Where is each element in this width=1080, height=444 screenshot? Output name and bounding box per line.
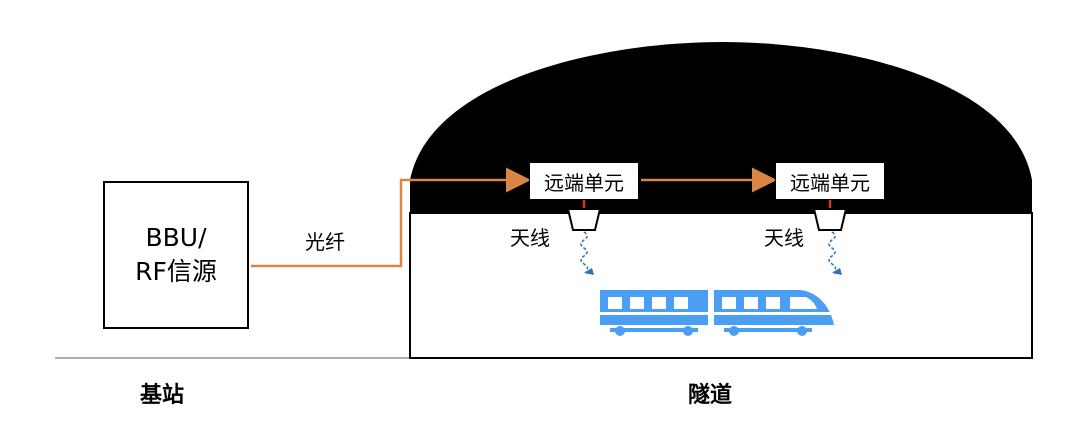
antenna-label-1: 天线 [510,226,550,250]
signal-arrow-1 [584,268,594,275]
antenna-1 [566,208,602,231]
base-station-label: 基站 [140,383,185,408]
train-icon [600,290,834,336]
antenna-label-2: 天线 [764,226,804,250]
signal-wave-1 [580,231,589,273]
remote-unit-2: 远端单元 [775,162,885,200]
bbu-label-line2: RF信源 [135,257,217,286]
tunnel-roof [410,42,1032,214]
tunnel-label: 隧道 [688,383,733,408]
bbu-source-box: BBU/ RF信源 [103,181,249,329]
signal-wave-2 [828,231,837,273]
antenna-2 [812,208,848,231]
fiber-line [251,167,531,268]
signal-arrow-2 [832,268,842,275]
tunnel-body [409,212,1033,359]
remote-unit-1: 远端单元 [529,162,639,200]
fiber-label: 光纤 [305,230,345,254]
bbu-label-line1: BBU/ [145,223,207,252]
